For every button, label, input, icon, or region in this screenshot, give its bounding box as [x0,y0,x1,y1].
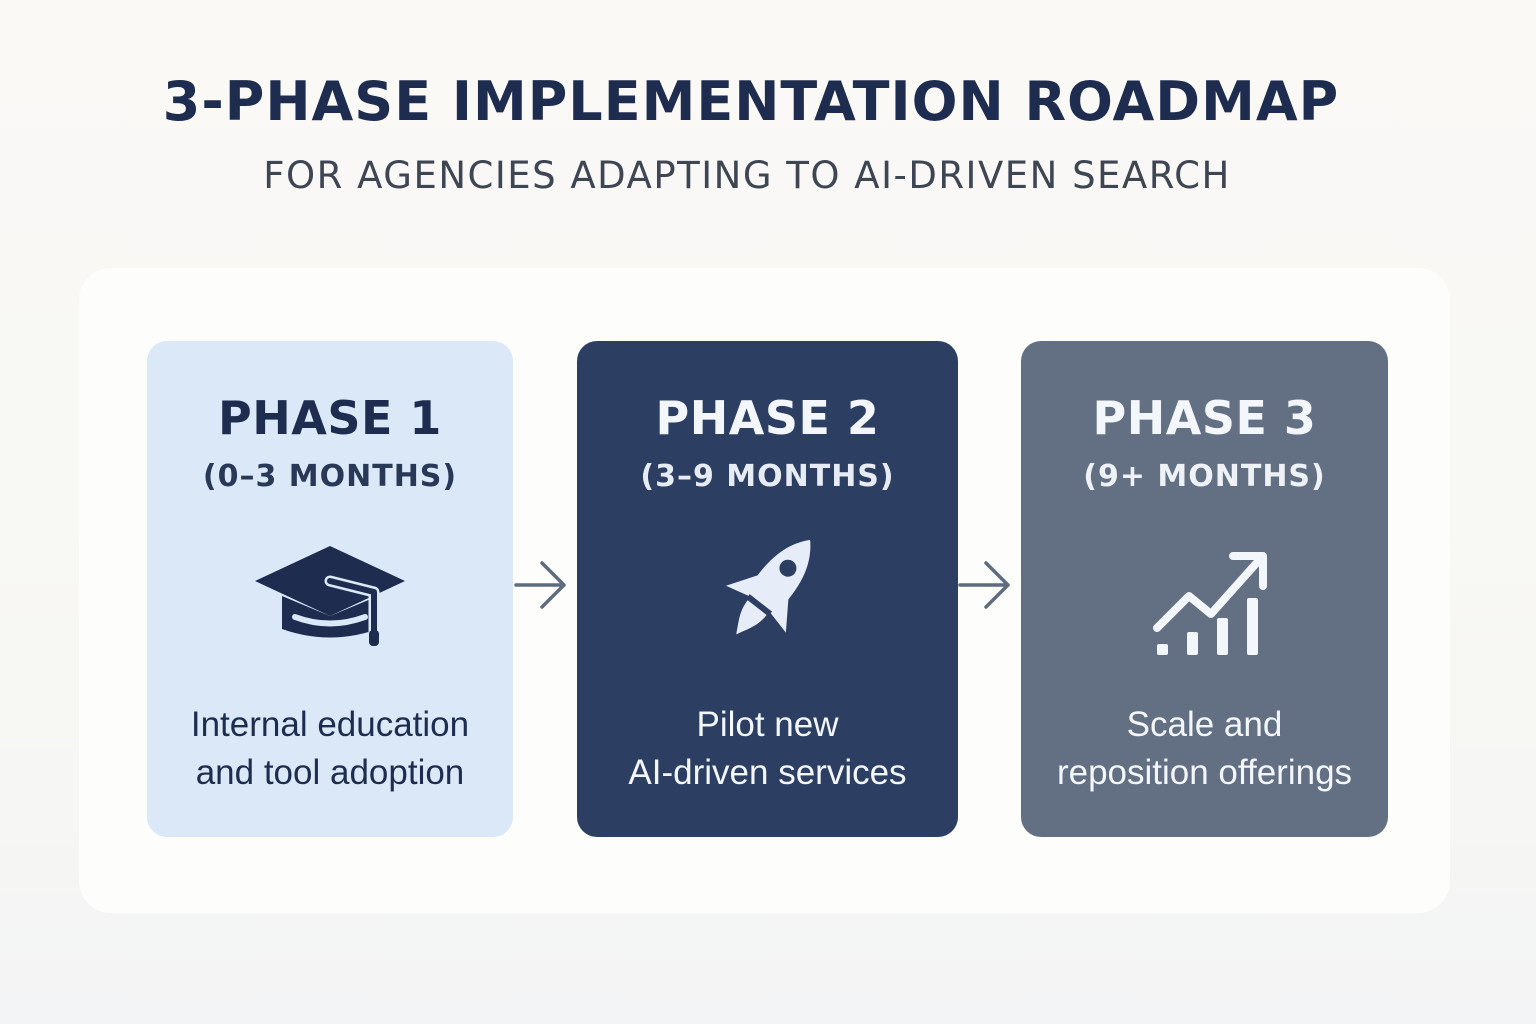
phase-duration: (3–9 MONTHS) [640,459,895,494]
phase-card-3: PHASE 3 (9+ MONTHS) Scale and reposition… [1021,341,1388,837]
page-subtitle: FOR AGENCIES ADAPTING TO AI-DRIVEN SEARC… [263,154,1231,197]
phase-description-line: Scale and [1126,705,1283,744]
phase-duration: (9+ MONTHS) [1083,459,1326,494]
growth-chart-icon [1125,536,1285,666]
right-arrow-icon [956,555,1016,615]
phase-description: Internal education and tool adoption [147,701,513,797]
phase-title: PHASE 3 [1092,391,1317,445]
phase-title: PHASE 2 [655,391,880,445]
phase-description-line: Pilot new [696,705,839,744]
phase-card-1: PHASE 1 (0–3 MONTHS) Internal education … [147,341,513,837]
phase-description-line: AI-driven services [628,753,907,792]
phase-description: Scale and reposition offerings [1021,701,1388,797]
phase-title: PHASE 1 [218,391,442,445]
phase-description-line: reposition offerings [1056,753,1353,792]
phase-duration: (0–3 MONTHS) [202,459,458,494]
phase-card-2: PHASE 2 (3–9 MONTHS) Pilot new AI-driven… [577,341,958,837]
right-arrow-icon [512,555,572,615]
page-title: 3-PHASE IMPLEMENTATION ROADMAP [162,70,1340,133]
phase-description-line: Internal education [190,705,470,744]
phase-description-line: and tool adoption [195,753,465,792]
graduation-cap-icon [250,536,410,666]
rocket-icon [688,536,848,666]
phase-description: Pilot new AI-driven services [577,701,958,797]
